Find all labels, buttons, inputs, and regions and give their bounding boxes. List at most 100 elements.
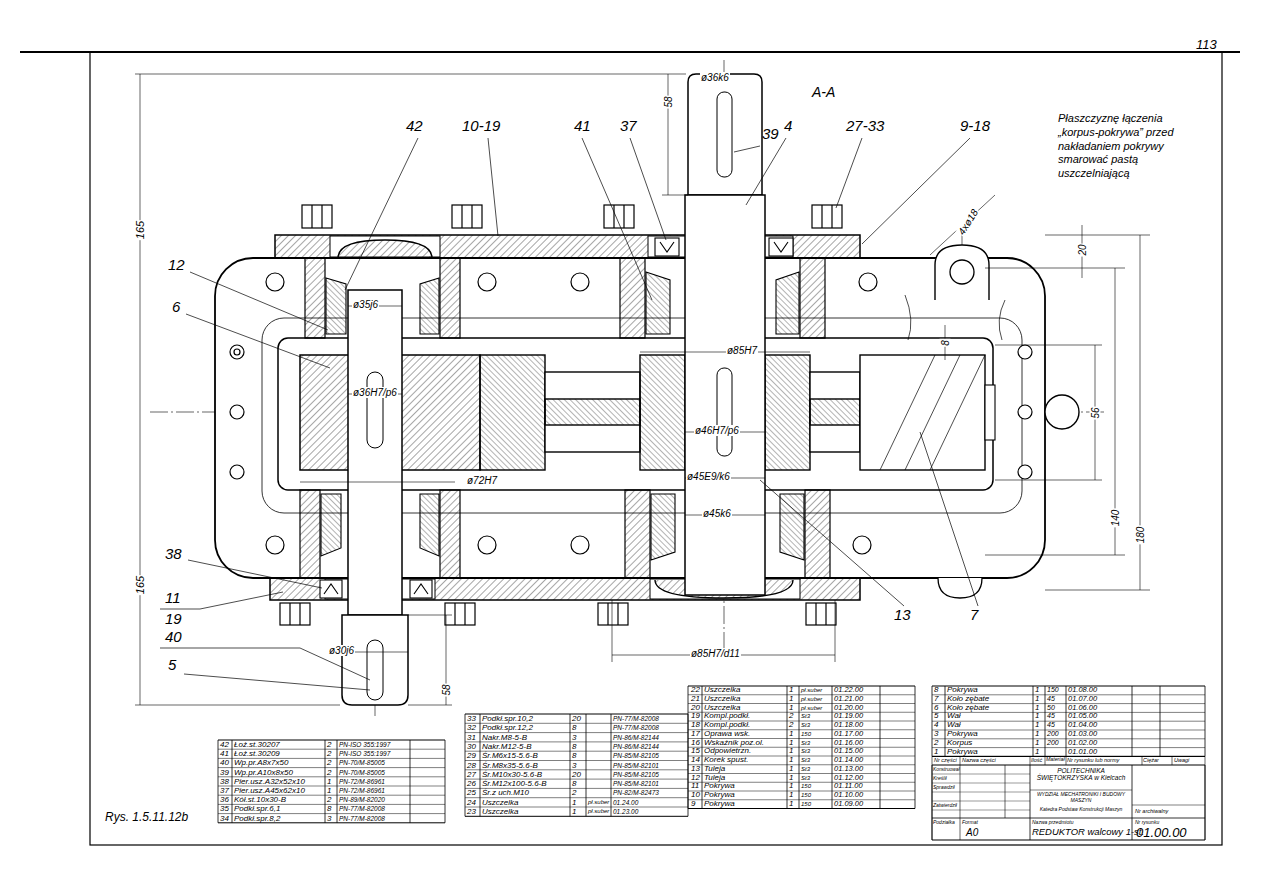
table-cell: 9 [691, 800, 695, 809]
seal-lip [774, 242, 788, 252]
seal [769, 238, 793, 256]
table-cell: 01.22.00 [834, 686, 863, 695]
centre-lines [150, 60, 1105, 718]
table-cell: 01.20.00 [834, 704, 863, 713]
table-cell: 01.09.00 [834, 800, 863, 809]
table-cell: PN-ISO 355:1997 [339, 749, 390, 758]
leader-line [190, 272, 328, 330]
table-rule [915, 686, 916, 809]
callout-number: 42 [406, 118, 423, 135]
table-rule [465, 714, 466, 816]
bolt-edge [454, 603, 455, 625]
table-cell: 2 [789, 712, 793, 721]
table-cell: 2 [789, 721, 793, 730]
oil-indicator [230, 345, 244, 359]
table-cell: St3 [801, 721, 810, 730]
table-rule [1132, 805, 1205, 806]
table-cell: 150 [801, 730, 811, 739]
table-rule [337, 740, 338, 823]
table-cell: 38 [220, 777, 229, 786]
table-cell: 20 [572, 714, 581, 723]
table-cell: Wał [947, 712, 961, 721]
extension-line [135, 705, 340, 706]
housing-wall [620, 258, 645, 338]
table-rule [1142, 756, 1143, 765]
table-cell: 1 [327, 786, 331, 795]
title-block-text: Podziałka [933, 820, 955, 826]
table-cell: 8 [572, 751, 576, 760]
extension-line [835, 600, 836, 662]
extension-line [662, 195, 688, 196]
table-cell: PN-89/M-82020 [339, 795, 385, 804]
bearing [776, 272, 799, 334]
bearing [651, 494, 675, 560]
drain-plug [1045, 395, 1079, 429]
table-cell: Śr.M10x30-5.6-B [482, 770, 542, 779]
table-rule [960, 765, 961, 840]
table-cell: PN-85/M-82101 [613, 761, 659, 770]
leader-line [345, 138, 418, 290]
table-rule [787, 686, 788, 809]
table-cell: Pokrywa [704, 800, 735, 809]
leader-line [746, 138, 786, 205]
bolt-edge [815, 603, 816, 625]
table-cell: PN-77/M-82008 [339, 804, 385, 813]
table-cell: 150 [801, 800, 811, 809]
table-cell: St3 [801, 712, 810, 721]
table-rule [945, 686, 946, 756]
table-cell: 32 [467, 723, 476, 732]
bolt-head [806, 603, 836, 625]
table-cell: Tuleja [704, 765, 725, 774]
table-cell: 21 [691, 695, 700, 704]
table-cell: 5 [934, 712, 938, 721]
table-cell: Uszczelka [482, 807, 518, 816]
table-cell: 1 [327, 777, 331, 786]
helix-line [905, 355, 960, 470]
figure-caption: Rys. 1.5.11.12b [105, 811, 188, 824]
table-rule [325, 740, 326, 823]
table-cell: 01.11.00 [834, 782, 863, 791]
table-rule [932, 801, 1030, 802]
table-cell: 22 [691, 686, 700, 695]
dimension: ø45E9/k6 [686, 471, 731, 482]
sheet-frame [90, 52, 1222, 845]
bolt-hole [230, 405, 244, 419]
table-cell: 23 [467, 807, 476, 816]
leader-line [836, 138, 862, 208]
table-cell: 01.07.00 [1068, 695, 1097, 704]
bolts [280, 205, 842, 625]
table-cell: 2 [327, 740, 331, 749]
table-rule [931, 765, 932, 840]
table-cell: 1 [1035, 686, 1039, 695]
table-rule [880, 686, 881, 809]
table-cell: 01.05.00 [1068, 712, 1097, 721]
bolt-hole [266, 273, 284, 291]
callout-number: 5 [168, 657, 176, 674]
table-cell: pł.suber [801, 686, 822, 695]
table-rule [1030, 790, 1132, 791]
bolt-head [445, 603, 475, 625]
housing-wall [440, 490, 460, 578]
dimension: ø36H7/p6 [352, 387, 398, 398]
table-cell: Tuleja [704, 774, 725, 783]
table-cell: 1 [789, 765, 793, 774]
table-cell: Korek spust. [704, 756, 748, 765]
callout-number: 12 [168, 257, 185, 274]
seal-lip [324, 584, 338, 594]
table-cell: 3 [572, 733, 576, 742]
gear-web [810, 399, 860, 425]
table-cell: PN-72/M-86961 [339, 786, 385, 795]
table-rule [932, 756, 1205, 757]
dimension: 58 [441, 683, 452, 696]
dimension: 56 [1090, 406, 1101, 419]
table-cell: 27 [467, 770, 476, 779]
housing-wall [300, 490, 320, 578]
table-cell: PN-85/M-82101 [613, 779, 659, 788]
table-rule [1160, 686, 1161, 756]
table-cell: 1 [1035, 704, 1039, 713]
table-cell: St3 [801, 756, 810, 765]
title-block-text: Ilość [1031, 757, 1042, 763]
title-block-text: Materiał [1046, 757, 1065, 763]
bolt-hole [230, 465, 244, 479]
